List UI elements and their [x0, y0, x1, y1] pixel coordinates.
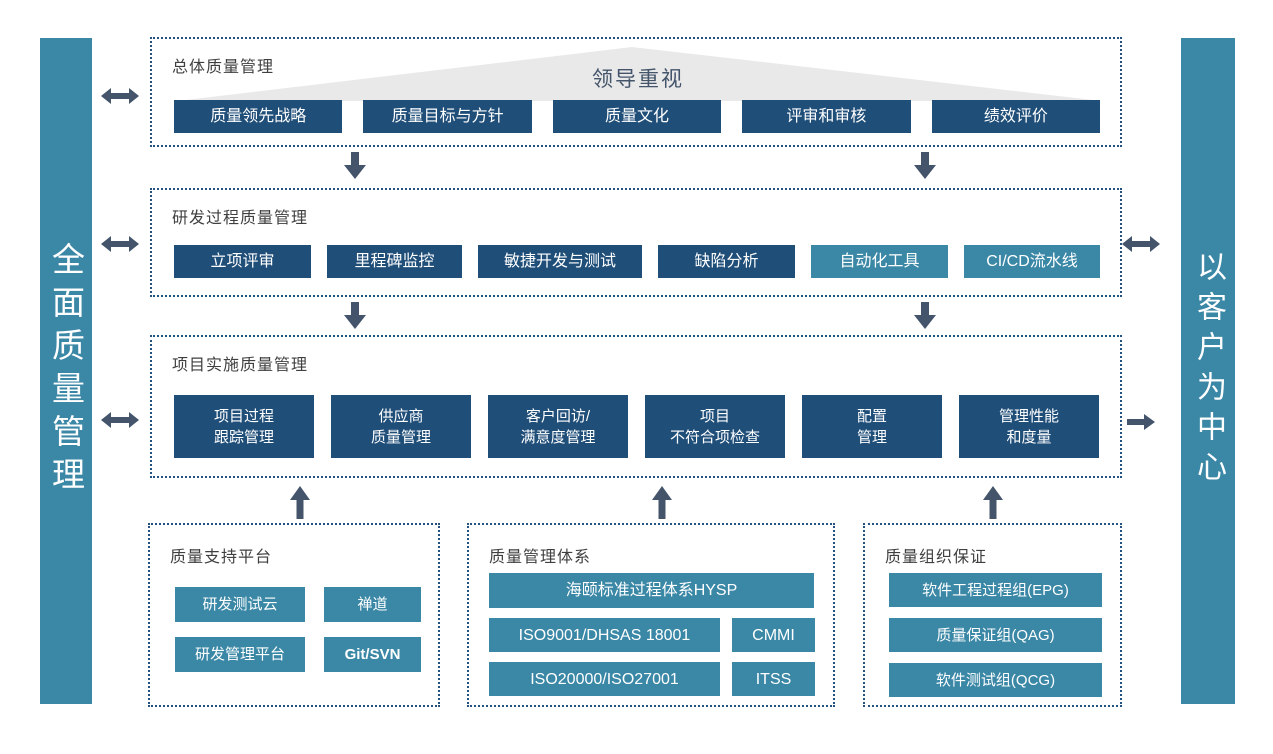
block-performance-measurement: 管理性能 和度量	[959, 395, 1099, 458]
block-quality-goals: 质量目标与方针	[363, 100, 532, 133]
block-git-svn: Git/SVN	[324, 637, 421, 672]
section-overall-quality: 总体质量管理 领导重视 质量领先战略 质量目标与方针 质量文化 评审和审核 绩效…	[150, 37, 1122, 147]
block-customer-satisfaction: 客户回访/ 满意度管理	[488, 395, 628, 458]
block-line: 和度量	[1006, 428, 1052, 446]
down-arrow-icon	[913, 152, 937, 179]
right-bar: 以客户为中心	[1181, 38, 1235, 704]
block-line: 不符合项检查	[669, 428, 760, 446]
block-project-tracking: 项目过程 跟踪管理	[174, 395, 314, 458]
up-arrow-icon	[652, 486, 672, 519]
block-cmmi: CMMI	[732, 618, 815, 652]
block-line: 管理性能	[998, 407, 1059, 425]
down-arrow-icon	[343, 302, 367, 329]
block-rnd-mgmt-platform: 研发管理平台	[175, 637, 305, 672]
block-project-approval-review: 立项评审	[174, 245, 311, 278]
block-epg: 软件工程过程组(EPG)	[889, 573, 1102, 607]
system-row-2: ISO20000/ISO27001 ITSS	[489, 662, 815, 696]
section-org-title: 质量组织保证	[885, 549, 988, 566]
block-line: 管理	[856, 428, 887, 446]
block-quality-strategy: 质量领先战略	[174, 100, 343, 133]
section-project-title: 项目实施质量管理	[172, 357, 309, 374]
block-qag: 质量保证组(QAG)	[889, 618, 1102, 652]
block-line: 供应商	[378, 407, 424, 425]
right-bar-label: 以客户为中心	[1192, 251, 1225, 491]
block-review-audit: 评审和审核	[742, 100, 911, 133]
double-arrow-icon	[101, 87, 139, 105]
section-support-platform: 质量支持平台 研发测试云 禅道 研发管理平台 Git/SVN	[148, 523, 440, 707]
block-iso9001: ISO9001/DHSAS 18001	[489, 618, 720, 652]
section-project-impl: 项目实施质量管理 项目过程 跟踪管理 供应商 质量管理 客户回访/ 满意度管理 …	[150, 335, 1122, 478]
block-milestone-monitoring: 里程碑监控	[327, 245, 462, 278]
block-nonconformance-check: 项目 不符合项检查	[645, 395, 785, 458]
up-arrow-icon	[290, 486, 310, 519]
section-overall-title: 总体质量管理	[172, 59, 275, 76]
project-items-row: 项目过程 跟踪管理 供应商 质量管理 客户回访/ 满意度管理 项目 不符合项检查…	[174, 395, 1099, 458]
double-arrow-icon	[101, 235, 139, 253]
section-quality-system: 质量管理体系 海颐标准过程体系HYSP ISO9001/DHSAS 18001 …	[467, 523, 835, 707]
system-row-1: ISO9001/DHSAS 18001 CMMI	[489, 618, 815, 652]
platform-items-grid: 研发测试云 禅道 研发管理平台 Git/SVN	[175, 587, 421, 672]
block-quality-culture: 质量文化	[552, 100, 722, 133]
left-bar: 全面质量管理	[40, 38, 92, 704]
section-system-title: 质量管理体系	[489, 549, 592, 566]
up-arrow-icon	[983, 486, 1003, 519]
block-rnd-test-cloud: 研发测试云	[175, 587, 305, 622]
block-agile-dev-test: 敏捷开发与测试	[478, 245, 642, 278]
left-bar-label: 全面质量管理	[47, 242, 85, 500]
block-qcg: 软件测试组(QCG)	[889, 663, 1102, 697]
block-iso20000: ISO20000/ISO27001	[489, 662, 720, 696]
block-line: 配置	[856, 407, 887, 425]
block-configuration-mgmt: 配置 管理	[802, 395, 942, 458]
block-zentao: 禅道	[324, 587, 421, 622]
block-cicd-pipeline: CI/CD流水线	[964, 245, 1100, 278]
double-arrow-icon	[101, 411, 139, 429]
block-itss: ITSS	[732, 662, 815, 696]
section-quality-org: 质量组织保证 软件工程过程组(EPG) 质量保证组(QAG) 软件测试组(QCG…	[863, 523, 1122, 707]
block-hysp: 海颐标准过程体系HYSP	[489, 573, 814, 608]
block-line: 项目	[699, 407, 730, 425]
section-platform-title: 质量支持平台	[170, 549, 273, 566]
leadership-banner-label: 领导重视	[592, 68, 684, 91]
overall-items-row: 质量领先战略 质量目标与方针 质量文化 评审和审核 绩效评价	[174, 100, 1101, 133]
double-arrow-icon	[1122, 235, 1160, 253]
block-line: 质量管理	[370, 428, 431, 446]
section-rnd-title: 研发过程质量管理	[172, 210, 309, 227]
block-defect-analysis: 缺陷分析	[658, 245, 795, 278]
section-rnd-process: 研发过程质量管理 立项评审 里程碑监控 敏捷开发与测试 缺陷分析 自动化工具 C…	[150, 188, 1122, 297]
block-performance-eval: 绩效评价	[931, 100, 1101, 133]
rnd-items-row: 立项评审 里程碑监控 敏捷开发与测试 缺陷分析 自动化工具 CI/CD流水线	[174, 245, 1100, 278]
down-arrow-icon	[913, 302, 937, 329]
block-automation-tools: 自动化工具	[811, 245, 948, 278]
right-arrow-icon	[1127, 414, 1155, 430]
block-line: 跟踪管理	[213, 428, 274, 446]
block-line: 满意度管理	[520, 428, 596, 446]
down-arrow-icon	[343, 152, 367, 179]
block-line: 项目过程	[213, 407, 274, 425]
block-supplier-quality: 供应商 质量管理	[331, 395, 471, 458]
block-line: 客户回访/	[525, 407, 591, 425]
